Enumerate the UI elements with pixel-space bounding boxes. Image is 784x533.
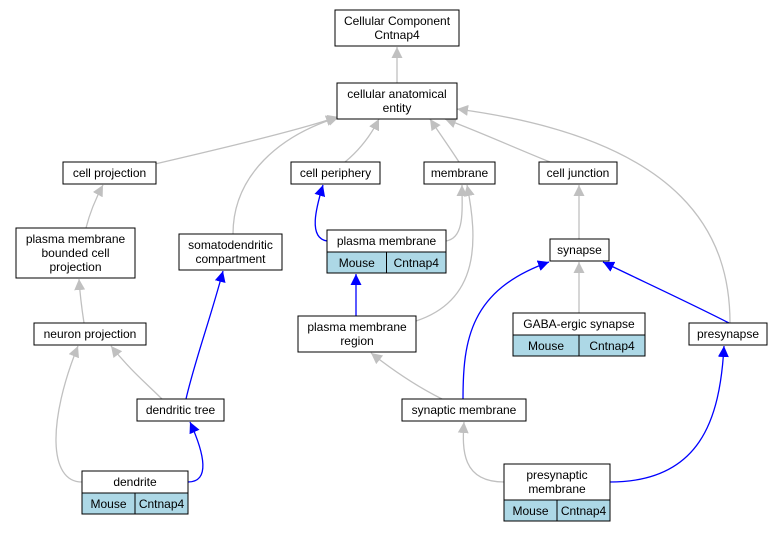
edge-somatodendritic-to-cae: [232, 114, 340, 235]
node-box: [503, 463, 611, 501]
node-box: [401, 398, 527, 422]
organism-label: Mouse: [90, 497, 126, 511]
edge-neuron-projection-to-pmbcp: [74, 278, 86, 324]
gene-label: Cntnap4: [561, 504, 607, 518]
node-synaptic-membrane[interactable]: synaptic membrane: [401, 398, 527, 422]
edge-plasma-membrane-to-cell-periphery: [314, 184, 328, 242]
node-label-line: presynapse: [697, 327, 759, 341]
node-label-line: projection: [49, 260, 101, 274]
node-label-line: cell periphery: [300, 166, 371, 180]
node-box: [33, 322, 147, 346]
edge-cell-periphery-to-cae: [344, 118, 380, 163]
node-box: [297, 315, 417, 353]
gene-cell: [556, 499, 611, 522]
edge-cell-projection-to-cae: [154, 115, 338, 165]
organism-label: Mouse: [528, 339, 564, 353]
node-presynapse[interactable]: presynapse: [688, 322, 768, 346]
organism-label: Mouse: [339, 256, 375, 270]
node-label-line: plasma membrane: [337, 234, 437, 248]
node-box: [334, 9, 460, 47]
node-label-line: GABA-ergic synapse: [523, 317, 635, 331]
gene-label: Cntnap4: [394, 256, 440, 270]
edge-dendrite-to-dendritic-tree: [187, 421, 204, 483]
edge-dendritic-tree-to-somatodendritic: [185, 270, 226, 400]
node-box: [178, 233, 283, 271]
edge-dendrite-to-neuron-projection: [55, 345, 83, 483]
node-label-line: cellular anatomical: [347, 87, 446, 101]
node-box: [538, 161, 618, 185]
edge-membrane-to-cae: [429, 118, 460, 163]
node-label-line: presynaptic: [526, 468, 587, 482]
edge-pmbcp-to-cell-projection: [85, 184, 104, 229]
node-dendritic-tree[interactable]: dendritic tree: [136, 398, 225, 422]
node-cell-junction[interactable]: cell junction: [538, 161, 618, 185]
node-cell-periphery[interactable]: cell periphery: [290, 161, 381, 185]
node-label-line: entity: [383, 101, 412, 115]
edge-presynapse-to-cae: [456, 105, 731, 324]
gene-label: Cntnap4: [139, 497, 185, 511]
node-box: [62, 161, 157, 185]
edge-presynaptic-membrane-to-presynapse: [609, 345, 729, 483]
node-label-line: synaptic membrane: [412, 403, 517, 417]
node-box: [136, 398, 225, 422]
node-membrane[interactable]: membrane: [423, 161, 496, 185]
organism-label: Mouse: [512, 504, 548, 518]
gene-cell: [134, 492, 189, 515]
node-label-line: synapse: [557, 243, 602, 257]
node-label-line: cell projection: [73, 166, 146, 180]
node-label-line: Cntnap4: [374, 28, 420, 42]
node-label-line: dendrite: [113, 475, 157, 489]
edge-presynaptic-membrane-to-synaptic-membrane: [457, 421, 505, 483]
node-label-line: compartment: [195, 252, 266, 266]
node-neuron-projection[interactable]: neuron projection: [33, 322, 147, 346]
node-box: [549, 238, 610, 262]
node-label-line: bounded cell: [41, 246, 109, 260]
node-synapse[interactable]: synapse: [549, 238, 610, 262]
edge-dendritic-tree-to-neuron-projection: [110, 345, 163, 400]
node-label-line: membrane: [431, 166, 489, 180]
node-box: [423, 161, 496, 185]
edge-layer: [55, 47, 731, 483]
node-box: [336, 82, 458, 120]
edge-pm-region-to-membrane: [415, 184, 475, 322]
node-label-line: Cellular Component: [344, 14, 451, 28]
node-label-line: region: [340, 334, 373, 348]
edge-plasma-membrane-to-membrane: [445, 184, 468, 242]
edge-synaptic-membrane-to-pm-region: [370, 352, 443, 400]
node-label-line: somatodendritic: [188, 238, 273, 252]
node-label-line: plasma membrane: [26, 232, 126, 246]
node-box: [688, 322, 768, 346]
edge-cell-junction-to-cae: [444, 117, 551, 163]
node-label-line: dendritic tree: [146, 403, 216, 417]
node-label-line: neuron projection: [44, 327, 137, 341]
node-label-line: plasma membrane: [307, 320, 407, 334]
node-label-line: membrane: [528, 482, 586, 496]
node-label-line: cell junction: [547, 166, 610, 180]
gene-cell: [386, 251, 447, 274]
node-box: [290, 161, 381, 185]
gene-label: Cntnap4: [589, 339, 635, 353]
node-box: [15, 227, 136, 279]
edge-synaptic-membrane-to-synapse: [462, 260, 550, 400]
gene-cell: [578, 334, 646, 357]
node-cell-projection[interactable]: cell projection: [62, 161, 157, 185]
edge-presynapse-to-synapse: [602, 261, 730, 324]
